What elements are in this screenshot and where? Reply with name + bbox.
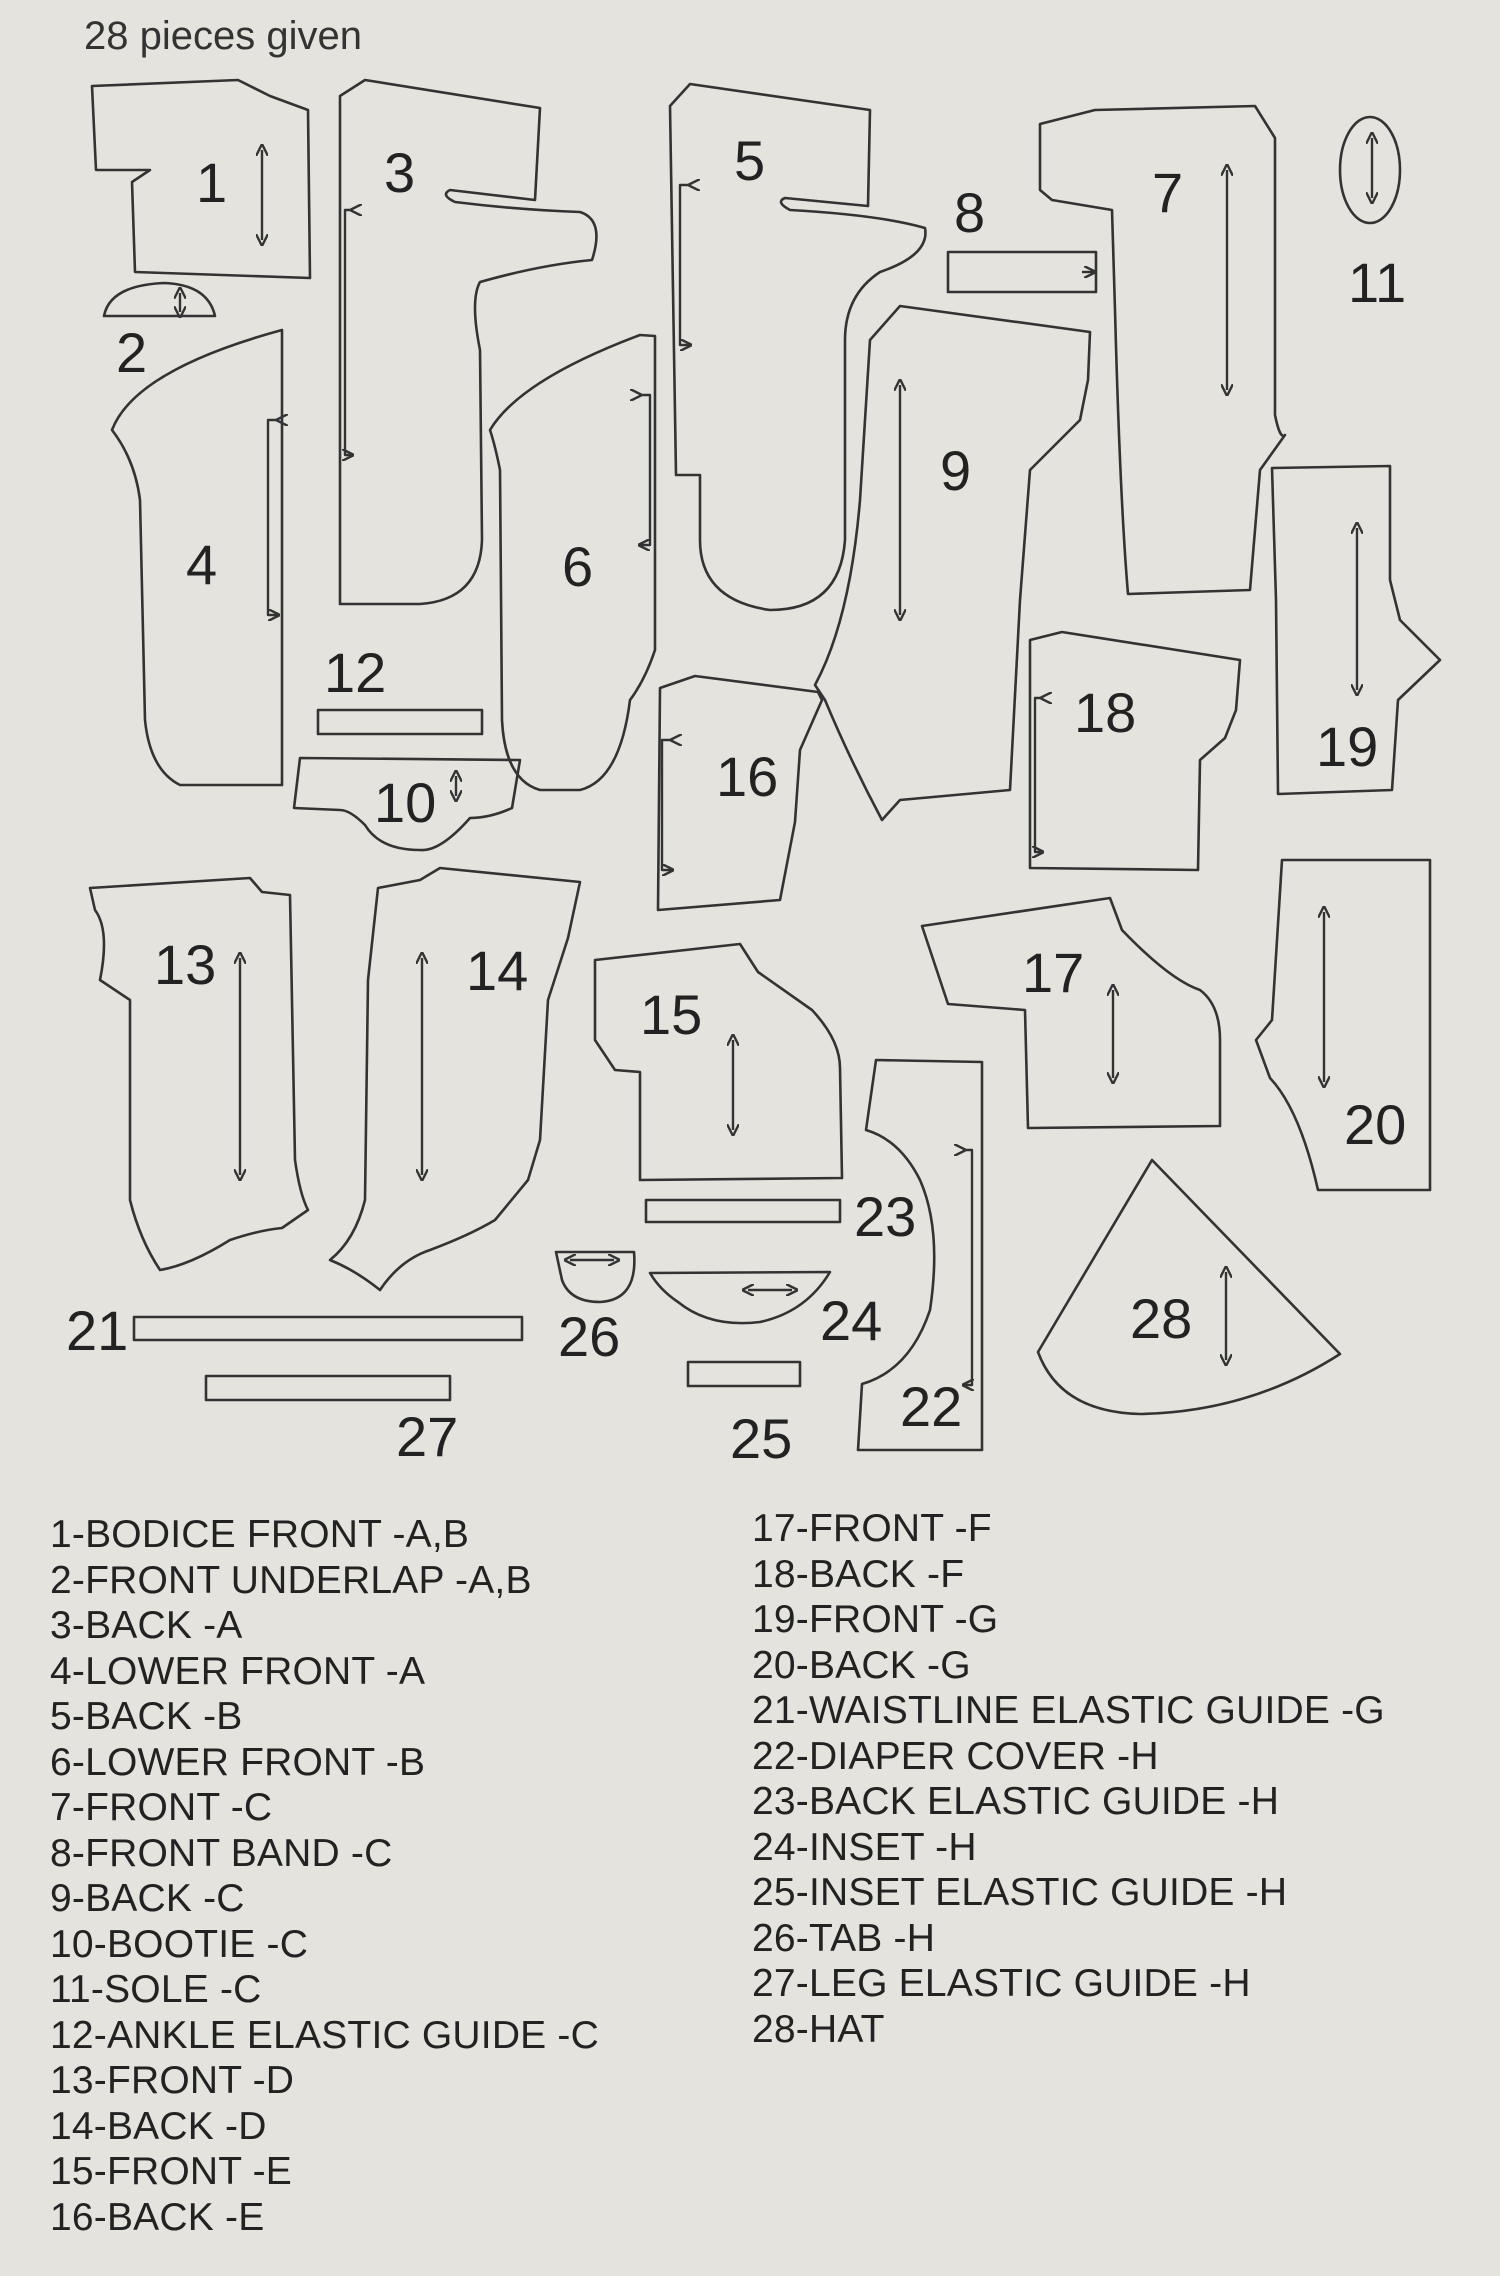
piece-2-number: 2 xyxy=(116,321,147,384)
piece-24-inset: 24 xyxy=(648,1270,882,1352)
legend-item: 25-INSET ELASTIC GUIDE -H xyxy=(752,1871,1288,1914)
piece-9-back: 9 xyxy=(813,304,1092,822)
piece-12-number: 12 xyxy=(324,641,386,704)
piece-3-back: 3 xyxy=(338,78,598,606)
piece-8-front-band: 8 xyxy=(946,181,1098,294)
piece-4-lower-front: 4 xyxy=(110,328,282,787)
legend-item: 26-TAB -H xyxy=(752,1916,936,1960)
legend-item: 1-BODICE FRONT -A,B xyxy=(50,1513,470,1556)
piece-21-number: 21 xyxy=(66,1299,128,1362)
piece-1-bodice-front: 1 xyxy=(90,78,312,280)
legend-item: 3-BACK -A xyxy=(50,1604,243,1647)
pieces-given-note: 28 pieces given xyxy=(84,14,362,58)
piece-11-sole: 11 xyxy=(1338,115,1406,314)
piece-27-number: 27 xyxy=(396,1405,458,1468)
legend-item: 11-SOLE -C xyxy=(50,1968,262,2011)
piece-3-number: 3 xyxy=(384,141,415,204)
piece-18-number: 18 xyxy=(1074,681,1136,744)
piece-13-front: 13 xyxy=(88,876,310,1272)
piece-7-number: 7 xyxy=(1152,161,1183,224)
piece-18-back: 18 xyxy=(1028,630,1242,872)
piece-8-number: 8 xyxy=(954,181,985,244)
legend-item: 10-BOOTIE -C xyxy=(50,1922,309,1966)
piece-11-number: 11 xyxy=(1348,251,1406,314)
piece-4-number: 4 xyxy=(186,533,217,596)
piece-17-number: 17 xyxy=(1022,941,1084,1004)
legend-item: 7-FRONT -C xyxy=(50,1786,273,1829)
legend-right-column: 17-FRONT -F 18-BACK -F 19-FRONT -G 20-BA… xyxy=(752,1506,1385,2052)
piece-16-number: 16 xyxy=(716,745,778,808)
legend-item: 16-BACK -E xyxy=(50,2195,265,2239)
legend-item: 2-FRONT UNDERLAP -A,B xyxy=(50,1558,532,1602)
legend-item: 13-FRONT -D xyxy=(50,2059,295,2102)
piece-26-tab: 26 xyxy=(554,1250,636,1368)
legend-left-column: 1-BODICE FRONT -A,B 2-FRONT UNDERLAP -A,… xyxy=(50,1512,599,2240)
legend-item: 18-BACK -F xyxy=(752,1552,965,1596)
legend-item: 27-LEG ELASTIC GUIDE -H xyxy=(752,1962,1251,2005)
piece-26-number: 26 xyxy=(558,1305,620,1368)
legend-item: 28-HAT xyxy=(752,2007,885,2051)
legend-item: 24-INSET -H xyxy=(752,1825,977,1869)
piece-19-front: 19 xyxy=(1270,464,1442,796)
piece-15-front: 15 xyxy=(593,942,844,1182)
legend-item: 5-BACK -B xyxy=(50,1695,243,1738)
piece-5-back: 5 xyxy=(668,82,927,612)
piece-28-hat: 28 xyxy=(1036,1158,1342,1416)
piece-27-leg-elastic-guide: 27 xyxy=(204,1374,458,1468)
piece-20-number: 20 xyxy=(1344,1093,1406,1156)
piece-22-diaper-cover: 22 xyxy=(856,1058,984,1452)
piece-9-number: 9 xyxy=(940,439,971,502)
legend-item: 14-BACK -D xyxy=(50,2104,267,2148)
legend-item: 8-FRONT BAND -C xyxy=(50,1831,393,1875)
piece-25-number: 25 xyxy=(730,1407,792,1470)
piece-15-number: 15 xyxy=(640,983,702,1046)
piece-21-waistline-elastic-guide: 21 xyxy=(66,1299,524,1362)
piece-2-front-underlap: 2 xyxy=(102,281,217,384)
piece-5-number: 5 xyxy=(734,129,765,192)
legend-item: 15-FRONT -E xyxy=(50,2150,293,2193)
piece-23-number: 23 xyxy=(854,1185,916,1248)
legend-item: 19-FRONT -G xyxy=(752,1598,999,1641)
piece-13-number: 13 xyxy=(154,933,216,996)
piece-6-lower-front: 6 xyxy=(488,333,657,792)
legend-item: 4-LOWER FRONT -A xyxy=(50,1649,426,1693)
legend-item: 12-ANKLE ELASTIC GUIDE -C xyxy=(50,2013,599,2057)
legend-item: 20-BACK -G xyxy=(752,1643,971,1687)
legend-item: 9-BACK -C xyxy=(50,1877,245,1920)
piece-28-number: 28 xyxy=(1130,1287,1192,1350)
piece-7-front: 7 xyxy=(1038,104,1287,596)
piece-14-number: 14 xyxy=(466,939,528,1002)
piece-14-back: 14 xyxy=(328,866,582,1292)
legend-item: 6-LOWER FRONT -B xyxy=(50,1740,426,1784)
legend-item: 21-WAISTLINE ELASTIC GUIDE -G xyxy=(752,1689,1385,1732)
piece-6-number: 6 xyxy=(562,535,593,598)
piece-10-number: 10 xyxy=(374,771,436,834)
piece-16-back: 16 xyxy=(656,674,824,912)
piece-23-back-elastic-guide: 23 xyxy=(644,1185,916,1248)
piece-25-inset-elastic-guide: 25 xyxy=(686,1360,802,1470)
piece-20-back: 20 xyxy=(1254,858,1432,1192)
piece-12-ankle-elastic-guide: 12 xyxy=(316,641,484,736)
piece-17-front: 17 xyxy=(920,896,1222,1130)
piece-10-bootie: 10 xyxy=(292,756,522,852)
piece-19-number: 19 xyxy=(1316,715,1378,778)
piece-24-number: 24 xyxy=(820,1289,882,1352)
piece-22-number: 22 xyxy=(900,1375,962,1438)
legend-item: 17-FRONT -F xyxy=(752,1507,992,1550)
legend-item: 22-DIAPER COVER -H xyxy=(752,1734,1159,1778)
legend-item: 23-BACK ELASTIC GUIDE -H xyxy=(752,1780,1280,1823)
piece-1-number: 1 xyxy=(196,151,227,214)
